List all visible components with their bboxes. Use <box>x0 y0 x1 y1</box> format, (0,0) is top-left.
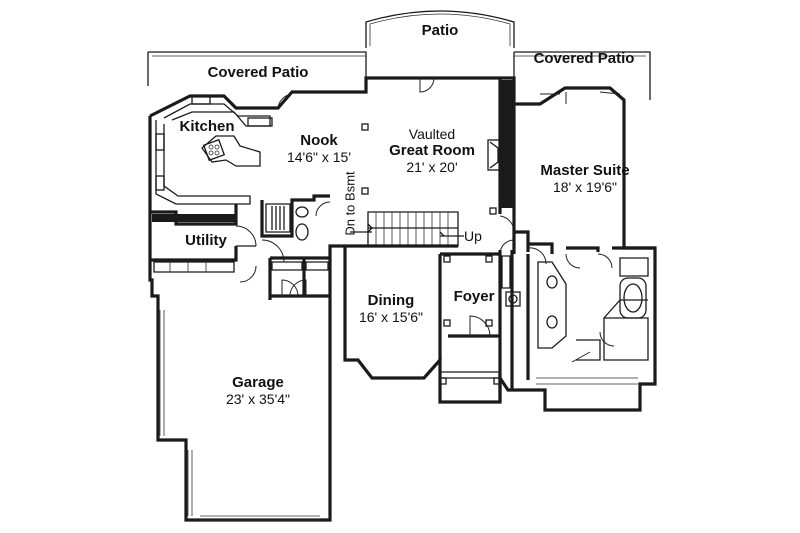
room-label-garage: Garage 23' x 35'4" <box>200 374 316 407</box>
great-room-prefix: Vaulted <box>408 126 456 142</box>
room-label-great-room: Vaulted Great Room 21' x 20' <box>372 126 492 175</box>
room-label-utility: Utility <box>185 232 227 249</box>
kitchen-island <box>201 135 261 167</box>
nook-name: Nook <box>300 132 338 149</box>
room-label-covered-patio-left: Covered Patio <box>207 64 309 81</box>
room-label-covered-patio-right: Covered Patio <box>533 50 635 67</box>
room-label-patio: Patio <box>421 22 459 39</box>
great-room-name: Great Room <box>389 142 475 159</box>
room-label-dining: Dining 16' x 15'6" <box>346 292 436 325</box>
dining-name: Dining <box>367 292 415 309</box>
room-label-kitchen: Kitchen <box>179 118 235 135</box>
room-label-foyer: Foyer <box>453 288 495 305</box>
room-label-nook: Nook 14'6" x 15' <box>264 132 374 165</box>
patio-outline <box>365 10 515 48</box>
master-suite-name: Master Suite <box>540 162 630 179</box>
master-suite-size: 18' x 19'6" <box>552 179 618 195</box>
stair-label-up: Up <box>464 228 482 244</box>
stair-label-down: Dn to Bsmt <box>342 171 358 236</box>
nook-size: 14'6" x 15' <box>286 149 352 165</box>
great-room-size: 21' x 20' <box>406 159 458 175</box>
room-label-master-suite: Master Suite 18' x 19'6" <box>522 162 648 195</box>
garage-size: 23' x 35'4" <box>225 391 291 407</box>
dining-size: 16' x 15'6" <box>358 309 424 325</box>
covered-patio-left-outline <box>147 51 367 86</box>
garage-name: Garage <box>232 374 284 391</box>
staircase <box>367 211 459 247</box>
